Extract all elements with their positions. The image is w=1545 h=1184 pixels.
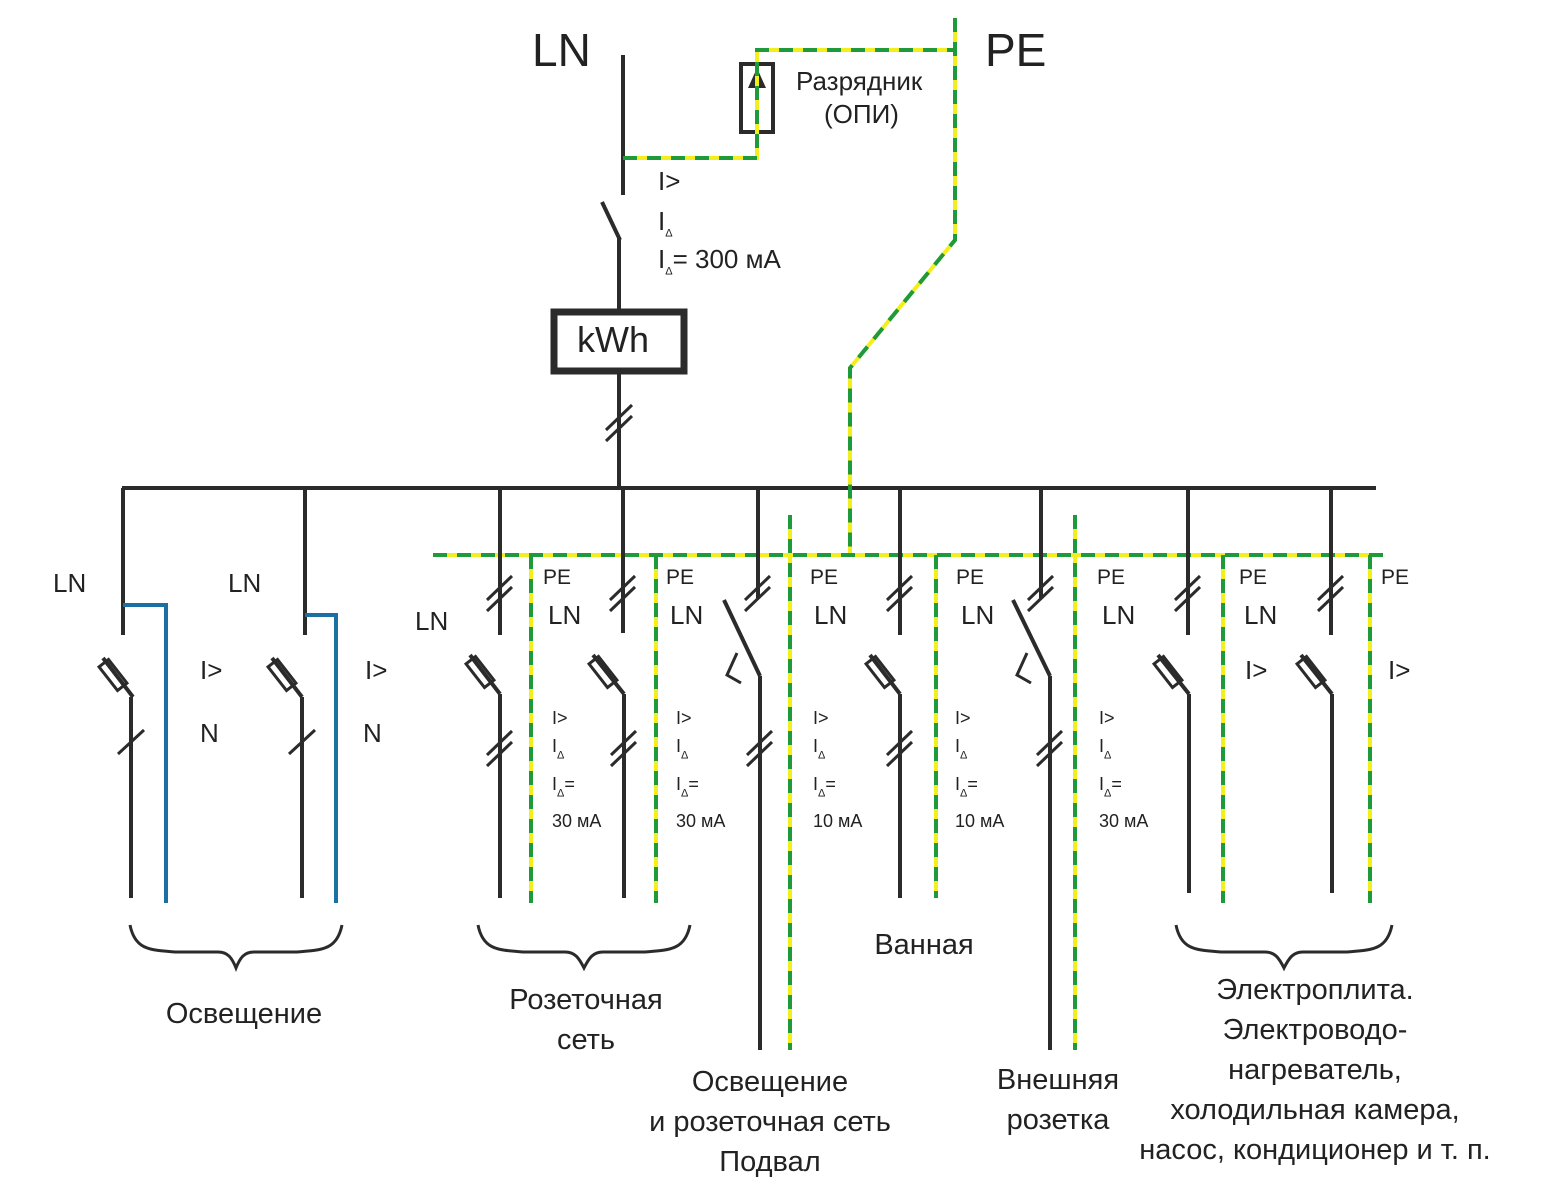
appliance-1-pe-label: PE xyxy=(1239,566,1268,589)
lighting-branch-2 xyxy=(265,488,338,903)
kwh-meter-label: kWh xyxy=(577,319,649,360)
socket-1-ln-label: LN xyxy=(415,606,449,636)
lighting-2-n-label: N xyxy=(363,718,382,748)
caption-appliances: Электроплита. Электроводо- нагреватель, … xyxy=(1139,974,1491,1167)
socket-2-rcd-block: I> IΔ IΔ= 30 мА xyxy=(676,708,726,832)
lighting-branch-1 xyxy=(96,488,168,903)
outdoor-ln-label: LN xyxy=(961,600,995,630)
socket-1-pe-label: PE xyxy=(543,566,572,589)
socket-branch-1 xyxy=(463,488,514,898)
meter-tick-2 xyxy=(604,414,634,443)
bathroom-pe-label: PE xyxy=(956,566,985,589)
pe-conductors xyxy=(433,18,1383,1050)
arrester-label-line2: (ОПИ) xyxy=(824,99,899,129)
lighting-1-ln-label: LN xyxy=(53,568,87,598)
caption-basement: Освещение и розеточная сеть Подвал xyxy=(649,1066,891,1179)
basement-ln-label: LN xyxy=(670,600,704,630)
caption-outdoor: Внешняя розетка xyxy=(996,1064,1120,1137)
outdoor-branch xyxy=(1011,488,1064,1050)
lighting-1-breaker-symbol: I> xyxy=(200,655,223,685)
main-breaker-blade xyxy=(600,201,622,241)
outdoor-pe-label: PE xyxy=(1097,566,1126,589)
bathroom-ln-label: LN xyxy=(814,600,848,630)
kwh-meter-box xyxy=(550,308,688,375)
appliance-branch-2 xyxy=(1294,488,1345,893)
appliance-2-pe-label: PE xyxy=(1381,566,1410,589)
brace-sockets xyxy=(476,924,692,972)
bathroom-branch xyxy=(863,488,914,898)
basement-branch xyxy=(722,488,774,1050)
pe-supply-label: PE xyxy=(985,24,1047,76)
appliance-1-ln-label: LN xyxy=(1102,600,1136,630)
brace-lighting xyxy=(128,924,344,973)
caption-lighting: Освещение xyxy=(165,998,323,1030)
socket-1-rcd-block: I> IΔ IΔ= 30 мА xyxy=(552,708,602,832)
socket-2-ln-label: LN xyxy=(548,600,582,630)
brace-appliances xyxy=(1174,924,1394,972)
lighting-2-ln-label: LN xyxy=(228,568,262,598)
basement-rcd-block: I> IΔ IΔ= 10 мА xyxy=(813,708,863,832)
socket-branch-2 xyxy=(586,488,638,898)
arrester-label-line1: Разрядник xyxy=(796,66,923,96)
bathroom-rcd-block: I> IΔ IΔ= 10 мА xyxy=(955,708,1005,832)
main-rcd-rating: IΔ= 300 мА xyxy=(658,244,781,278)
outdoor-rcd-block: I> IΔ IΔ= 30 мА xyxy=(1099,708,1149,832)
main-rcd-symbol: IΔ xyxy=(658,206,673,240)
caption-sockets: Розеточная сеть xyxy=(509,984,663,1057)
socket-2-pe-label: PE xyxy=(666,566,695,589)
lighting-2-breaker-symbol: I> xyxy=(365,655,388,685)
basement-pe-label: PE xyxy=(810,566,839,589)
caption-bathroom: Ванная xyxy=(874,929,974,961)
main-breaker-symbol: I> xyxy=(658,166,681,196)
appliance-2-breaker-symbol: I> xyxy=(1388,655,1411,685)
appliance-2-ln-label: LN xyxy=(1244,600,1278,630)
ln-supply-label: LN xyxy=(532,24,591,76)
appliance-1-breaker-symbol: I> xyxy=(1245,655,1268,685)
meter-tick-1 xyxy=(604,403,634,432)
lighting-1-n-label: N xyxy=(200,718,219,748)
appliance-branch-1 xyxy=(1151,488,1202,893)
